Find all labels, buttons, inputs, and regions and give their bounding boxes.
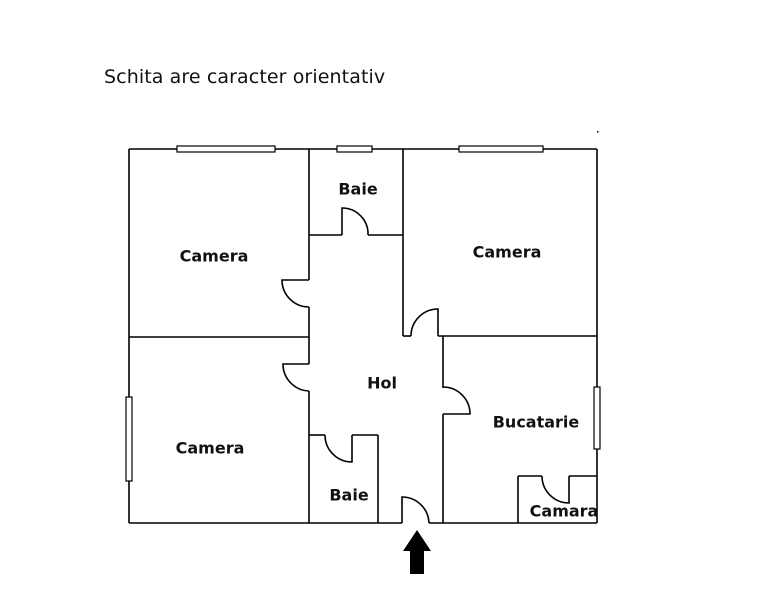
window-right xyxy=(593,386,601,450)
door-camara xyxy=(541,475,570,504)
door-baie-bottom xyxy=(324,434,353,463)
room-label-bucatarie: Bucatarie xyxy=(492,412,580,432)
room-label-hol: Hol xyxy=(367,373,397,393)
door-bucatarie xyxy=(442,386,471,415)
door-baie-top xyxy=(341,207,369,236)
room-label-baie-top: Baie xyxy=(338,179,378,199)
windows xyxy=(125,145,601,482)
room-label-camera-bottom-left: Camera xyxy=(175,438,245,458)
window-top-right xyxy=(458,145,544,153)
doors xyxy=(281,207,570,524)
entrance-arrow-icon xyxy=(403,530,431,574)
window-top-left xyxy=(176,145,276,153)
interior-walls xyxy=(129,149,597,523)
stray-dot xyxy=(597,131,599,133)
room-label-camera-top-right: Camera xyxy=(472,242,542,262)
door-camera-top-right xyxy=(410,308,439,337)
page-title: Schita are caracter orientativ xyxy=(104,66,386,88)
room-label-baie-bottom: Baie xyxy=(329,485,369,505)
window-top-baie xyxy=(336,145,373,153)
door-entrance xyxy=(401,496,430,524)
door-camera-bottom-left xyxy=(282,363,310,392)
room-label-camera-top-left: Camera xyxy=(179,246,249,266)
door-camera-top-left xyxy=(281,279,310,308)
room-label-camara: Camara xyxy=(529,501,599,521)
window-left xyxy=(125,396,133,482)
